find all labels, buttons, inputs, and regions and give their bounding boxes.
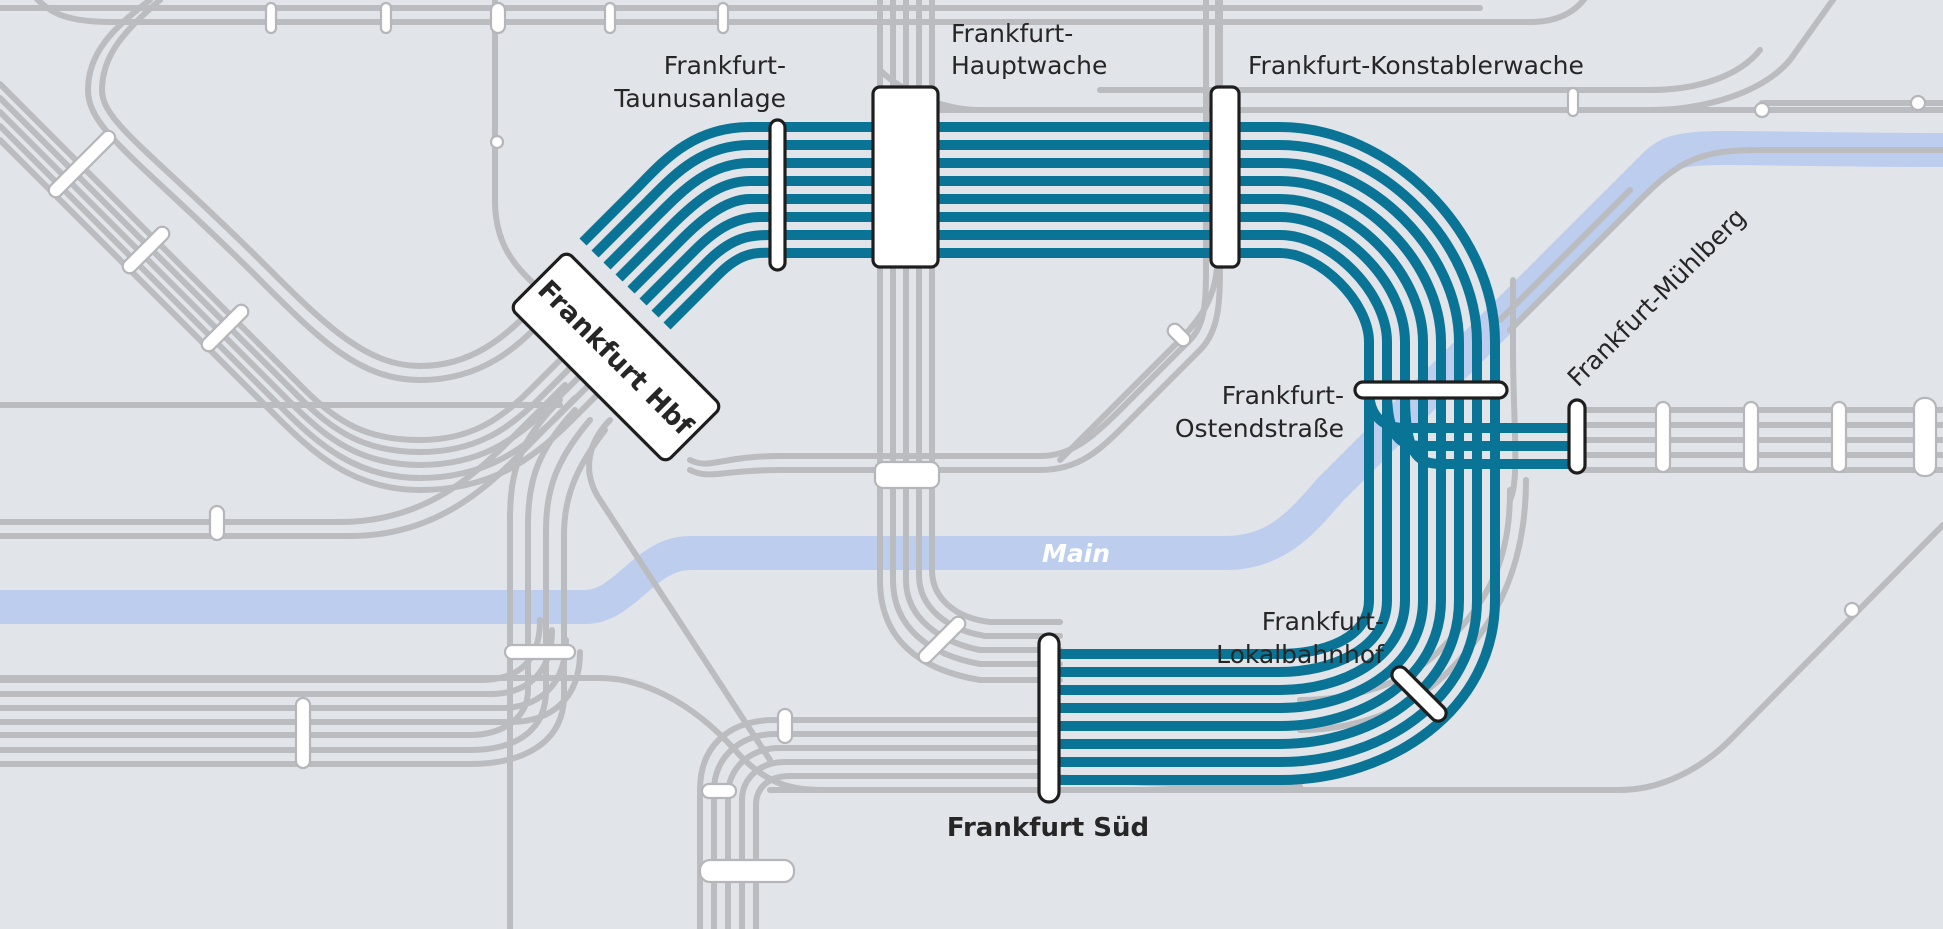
s-bahn-trunk-lines bbox=[579, 122, 1580, 785]
station-label-taunusanlage-line1: Frankfurt- bbox=[664, 51, 786, 80]
station-label-lokalbahnhof-line2: Lokalbahnhof bbox=[1216, 640, 1385, 669]
station-label-hauptwache-line1: Frankfurt- bbox=[951, 19, 1073, 48]
station-marker-muehlberg[interactable] bbox=[1567, 398, 1587, 475]
station-label-hauptwache-line2: Hauptwache bbox=[951, 51, 1107, 80]
station-marker-lokalbahnhof[interactable] bbox=[1389, 664, 1450, 725]
station-marker-hbf[interactable] bbox=[510, 251, 722, 463]
station-label-konstablerwache: Frankfurt-Konstablerwache bbox=[1248, 51, 1584, 80]
station-label-taunusanlage-line2: Taunusanlage bbox=[613, 84, 786, 113]
station-marker-konstablerwache[interactable] bbox=[1209, 85, 1241, 269]
station-marker-taunusanlage[interactable] bbox=[768, 118, 787, 272]
station-label-lokalbahnhof-line1: Frankfurt- bbox=[1262, 607, 1384, 636]
station-label-sued: Frankfurt Süd bbox=[947, 813, 1149, 843]
river-label-main: Main bbox=[1042, 539, 1110, 568]
station-marker-ostendstrasse[interactable] bbox=[1353, 380, 1509, 400]
station-marker-hauptwache[interactable] bbox=[871, 85, 940, 269]
station-label-ostendstrasse-line1: Frankfurt- bbox=[1222, 381, 1344, 410]
station-label-ostendstrasse-line2: Ostendstraße bbox=[1175, 414, 1344, 443]
station-marker-sued[interactable] bbox=[1037, 632, 1061, 804]
minor-stations bbox=[47, 1, 1938, 884]
